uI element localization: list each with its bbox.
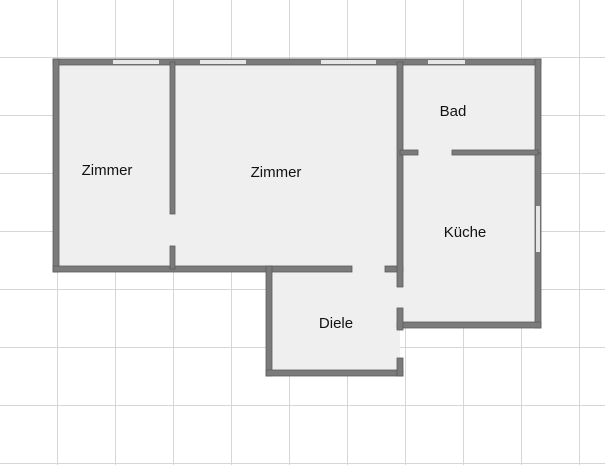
wall-diele-right (396, 357, 404, 377)
floor-zimmer-main (172, 62, 400, 269)
wall-right-bad (534, 58, 542, 156)
room-label-zimmer-main: Zimmer (251, 164, 302, 181)
wall-diele-bottom (265, 369, 404, 377)
wall-bad-kueche-right (451, 149, 539, 156)
windows (113, 60, 540, 252)
room-label-diele: Diele (319, 315, 353, 332)
floor-kueche (400, 153, 538, 325)
wall-left (52, 58, 60, 273)
wall-bottom-kueche (396, 321, 542, 329)
window-2 (200, 60, 246, 64)
room-label-zimmer-left: Zimmer (82, 162, 133, 179)
room-labels: Zimmer Zimmer Bad Küche Diele (82, 103, 487, 332)
wall-bad-kueche-left (399, 149, 419, 156)
wall-bottom-zimmer (52, 265, 353, 273)
wall-interior-zimmer-lower (169, 245, 176, 270)
floor-bad (400, 62, 538, 153)
wall-interior-kueche-side (396, 307, 404, 331)
window-1 (113, 60, 159, 64)
window-4 (428, 60, 465, 64)
wall-diele-left (265, 265, 273, 377)
wall-interior-bad-side (396, 61, 404, 288)
window-kueche (536, 206, 540, 252)
floors (55, 62, 538, 373)
room-label-bad: Bad (440, 103, 467, 120)
room-label-kueche: Küche (444, 224, 487, 241)
window-3 (321, 60, 376, 64)
floor-zimmer-left (55, 62, 172, 269)
floor-diele (268, 269, 400, 373)
wall-interior-zimmer-upper (169, 61, 176, 215)
